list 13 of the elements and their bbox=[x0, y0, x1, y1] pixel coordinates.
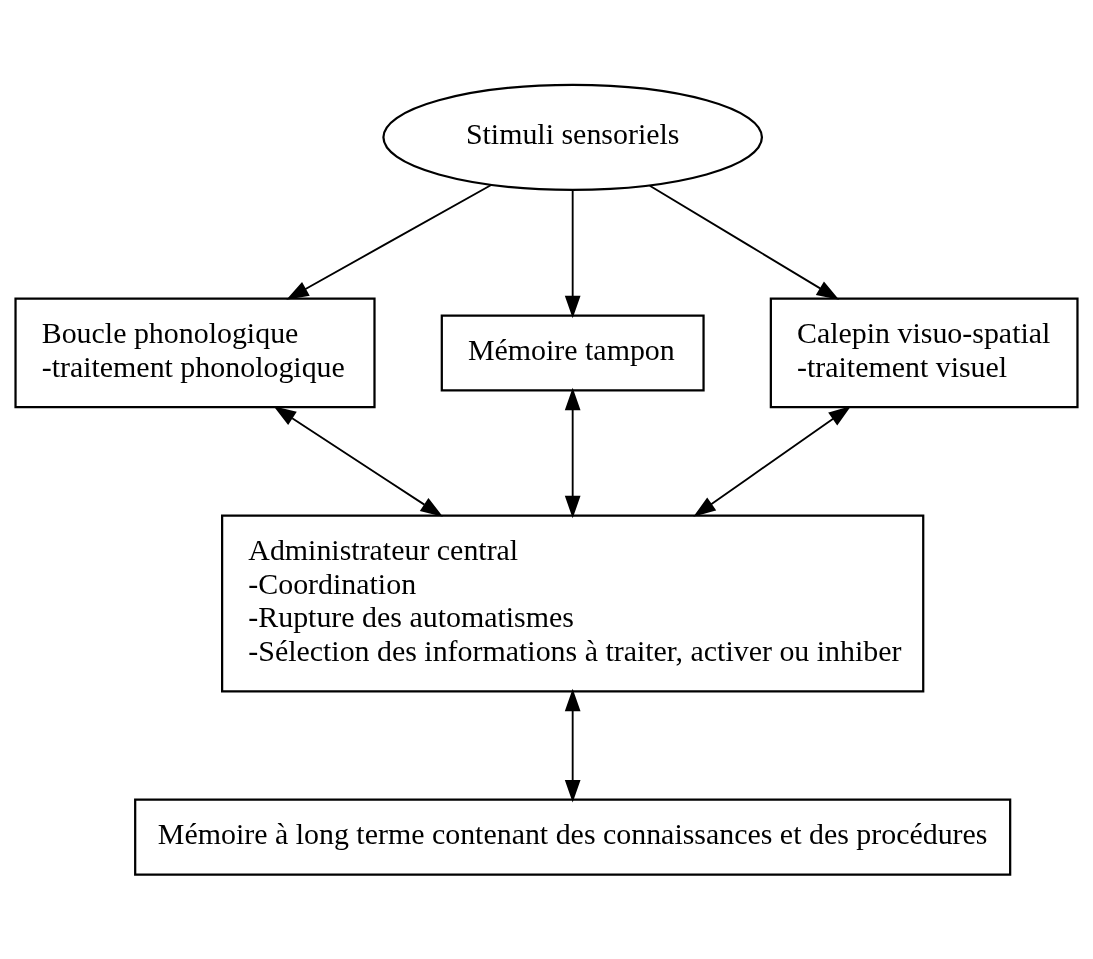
node-box: Boucle phonologique -traitement phonologique bbox=[14, 297, 376, 409]
arrow bbox=[693, 406, 852, 517]
arrow bbox=[564, 189, 581, 319]
arrow bbox=[648, 184, 840, 300]
node-box: Mémoire à long terme contenant des connaissances et des procédures bbox=[134, 798, 1012, 876]
node-box: Administrateur central -Coordination -Rupture des automatismes -Sélection des informations à traiter, activer ou inhiber bbox=[221, 514, 925, 693]
arrow bbox=[286, 184, 492, 300]
node-box: Calepin visuo-spatial -traitement visuel bbox=[769, 297, 1079, 409]
arrow bbox=[273, 406, 443, 517]
node-ellipse: Stimuli sensoriels bbox=[382, 83, 764, 191]
arrow bbox=[564, 688, 581, 803]
node-box: Mémoire tampon bbox=[440, 314, 705, 392]
arrow bbox=[564, 387, 581, 519]
